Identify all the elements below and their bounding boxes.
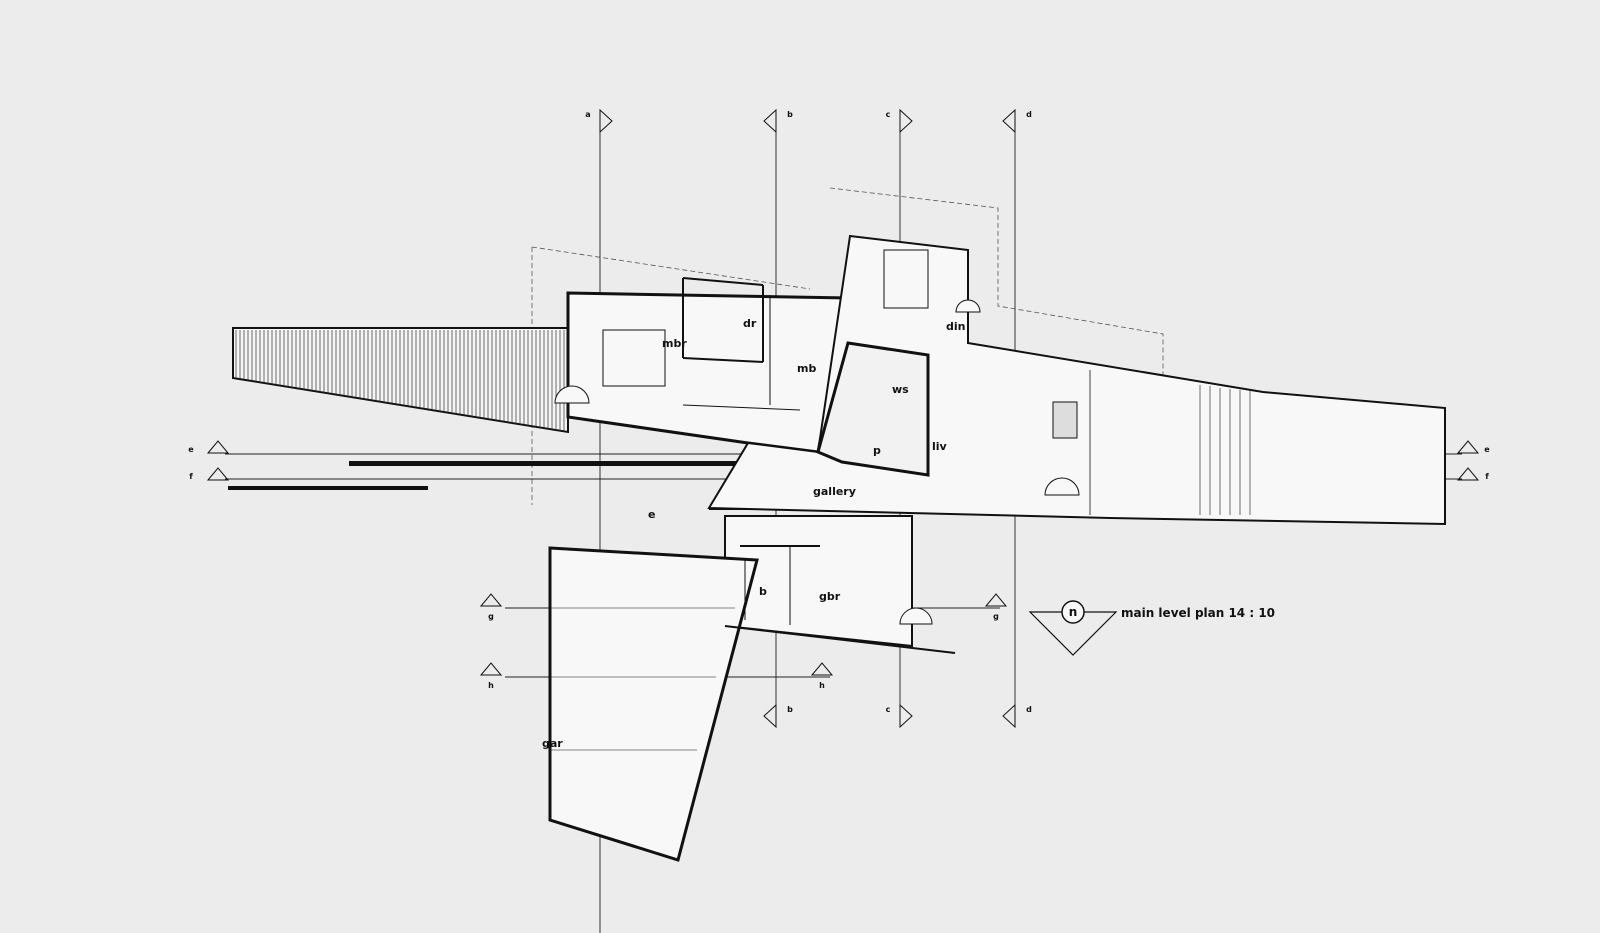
main-building: [566, 234, 1446, 526]
grid-marker-bottom-d: d: [1002, 703, 1032, 729]
grid-marker-left-f: f: [189, 467, 230, 481]
kitchen-block: [816, 341, 930, 477]
grid-marker-left-g-letter: g: [488, 612, 494, 621]
garage: [548, 546, 759, 862]
room-label-e: e: [648, 508, 655, 521]
grid-marker-bottom-b: b: [763, 703, 793, 729]
title-block: n main level plan 14 : 10: [1028, 600, 1275, 656]
dining-table: [883, 249, 929, 309]
grid-marker-mid-g: g: [984, 593, 1008, 621]
master-bed: [602, 329, 666, 387]
grid-marker-top-b-letter: b: [787, 110, 793, 119]
grid-marker-bottom-c-letter: c: [886, 705, 891, 714]
room-label-b: b: [759, 585, 767, 598]
grid-marker-mid-h: h: [810, 662, 834, 690]
grid-marker-left-h-letter: h: [488, 681, 494, 690]
grid-marker-top-c: c: [886, 108, 913, 134]
room-label-gallery: gallery: [813, 485, 856, 498]
room-label-mbr: mbr: [662, 337, 687, 350]
grid-marker-bottom-d-letter: d: [1026, 705, 1032, 714]
room-label-p: p: [873, 444, 881, 457]
grid-marker-left-e-letter: e: [188, 445, 194, 454]
grid-marker-mid-g-letter: g: [993, 612, 999, 621]
room-label-dr: dr: [743, 317, 757, 330]
room-label-gbr: gbr: [819, 590, 841, 603]
grid-marker-right-f-letter: f: [1485, 472, 1489, 481]
room-label-liv: liv: [932, 440, 948, 453]
grid-marker-bottom-c: c: [886, 703, 913, 729]
grid-marker-top-a: a: [585, 108, 613, 134]
west-deck: [232, 327, 569, 434]
room-label-mb: mb: [797, 362, 816, 375]
north-arrow-circle: [1061, 600, 1085, 624]
fireplace: [1052, 401, 1078, 439]
grid-marker-mid-h-letter: h: [819, 681, 825, 690]
room-label-din: din: [946, 320, 965, 333]
room-label-ws: ws: [892, 383, 909, 396]
room-label-gar: gar: [542, 737, 563, 750]
guest-block: [724, 515, 913, 648]
north-arrow-letter: n: [1069, 605, 1078, 619]
grid-marker-bottom-b-letter: b: [787, 705, 793, 714]
grid-marker-right-e: e: [1456, 440, 1490, 454]
grid-marker-right-e-letter: e: [1484, 445, 1490, 454]
grid-marker-left-f-letter: f: [189, 472, 193, 481]
room-labels: mbr dr mb ws din liv p gallery e b gbr g…: [542, 317, 965, 750]
grid-marker-right-f: f: [1456, 467, 1489, 481]
lower-wing: [548, 515, 956, 862]
plan-title: main level plan 14 : 10: [1121, 606, 1275, 620]
grid-marker-left-e: e: [188, 440, 230, 454]
interior-walls: [554, 277, 1251, 515]
grid-marker-left-h: h: [479, 662, 503, 690]
grid-marker-top-a-letter: a: [585, 110, 590, 119]
grid-marker-top-d-letter: d: [1026, 110, 1032, 119]
grid-marker-top-b: b: [763, 108, 793, 134]
grid-marker-top-c-letter: c: [886, 110, 891, 119]
grid-marker-left-g: g: [479, 593, 503, 621]
grid-marker-top-d: d: [1002, 108, 1032, 134]
